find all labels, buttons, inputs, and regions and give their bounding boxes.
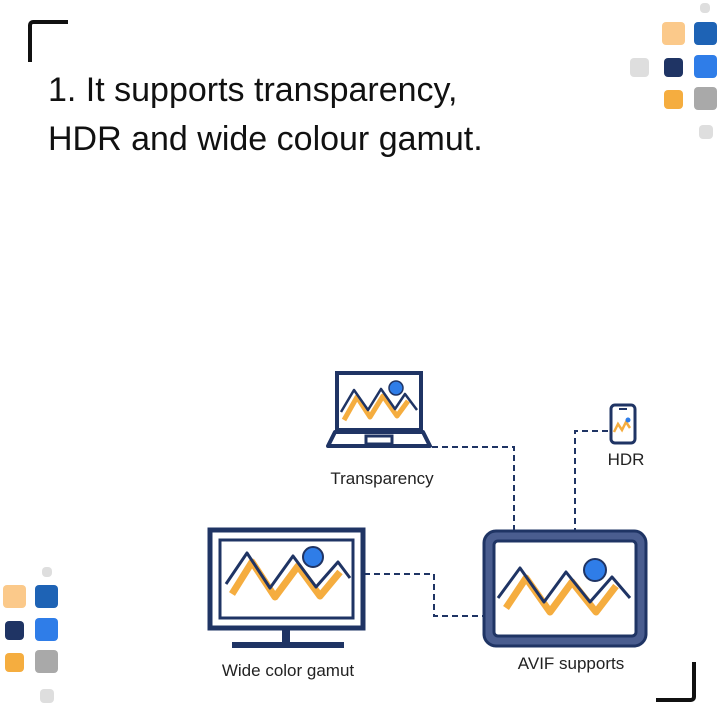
decor-square [35, 618, 58, 641]
title-line-1: 1. It supports transparency, [48, 71, 458, 109]
page-title: 1. It supports transparency, HDR and wid… [48, 66, 608, 164]
decor-square [699, 125, 713, 139]
monitor-icon [207, 527, 366, 648]
decor-square [694, 55, 717, 78]
decor-square [42, 567, 52, 577]
decor-square [694, 87, 717, 110]
connector-hdr [574, 430, 608, 530]
connector-transparency [432, 446, 515, 530]
decor-square [630, 58, 649, 77]
tablet-icon [482, 529, 648, 648]
laptop-icon [326, 371, 432, 448]
decor-square [35, 585, 58, 608]
corner-bracket-top-left [28, 20, 68, 62]
decor-square [5, 653, 24, 672]
decor-square [3, 585, 26, 608]
decor-square [664, 58, 683, 77]
decor-square [35, 650, 58, 673]
decor-square [5, 621, 24, 640]
connector-wide-color-gamut [364, 573, 484, 617]
label-transparency: Transparency [330, 469, 434, 488]
label-avif-supports: AVIF supports [517, 654, 625, 673]
decor-square [700, 3, 710, 13]
smartphone-icon [609, 403, 637, 445]
decor-square [662, 22, 685, 45]
corner-bracket-bottom-right [656, 662, 696, 702]
decor-square [694, 22, 717, 45]
label-hdr: HDR [607, 450, 645, 469]
title-line-2: HDR and wide colour gamut. [48, 120, 483, 158]
label-wide-color-gamut: Wide color gamut [221, 661, 355, 680]
decor-square [40, 689, 54, 703]
decor-square [664, 90, 683, 109]
connectors [364, 430, 608, 617]
